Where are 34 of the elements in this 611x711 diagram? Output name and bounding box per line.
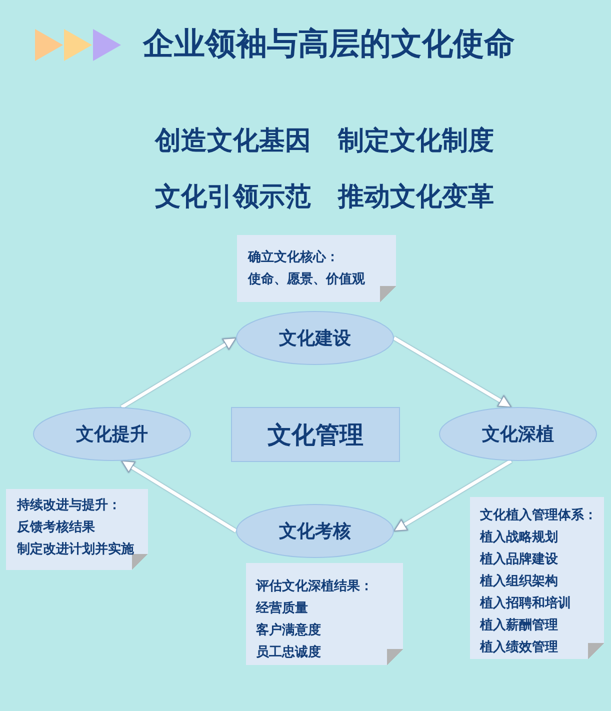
slogan-text: 制定文化制度 <box>338 125 494 158</box>
process-box: 文化管理 <box>231 407 400 462</box>
note-heading: 持续改进与提升： <box>17 497 121 515</box>
note-item: 员工忠诚度 <box>256 644 321 662</box>
note-item: 使命、愿景、价值观 <box>248 271 365 289</box>
note-heading: 评估文化深植结果： <box>256 578 373 596</box>
slogan-text: 推动文化变革 <box>338 181 494 214</box>
note-heading: 文化植入管理体系： <box>480 506 597 525</box>
note-card <box>246 563 403 665</box>
slogan-text: 创造文化基因 <box>155 125 311 158</box>
note-item: 经营质量 <box>256 600 308 618</box>
note-item: 植入组织架构 <box>480 572 558 591</box>
ellipse-node: 文化建设 <box>236 311 394 365</box>
arrow <box>120 337 237 409</box>
ellipse-node: 文化深植 <box>439 407 597 461</box>
note-item: 制定改进计划并实施 <box>17 540 134 559</box>
note-item: 客户满意度 <box>256 622 321 640</box>
ellipse-node: 文化提升 <box>33 407 191 461</box>
arrow <box>393 336 512 408</box>
note-item: 植入绩效管理 <box>480 638 558 657</box>
note-item: 植入战略规划 <box>480 528 558 547</box>
note-card <box>470 497 604 659</box>
note-item: 植入薪酬管理 <box>480 616 558 635</box>
note-item: 植入品牌建设 <box>480 550 558 569</box>
note-item: 反馈考核结果 <box>17 519 95 537</box>
arrow <box>121 460 237 532</box>
title: 企业领袖与高层的文化使命 <box>143 26 515 62</box>
note-heading: 确立文化核心： <box>248 248 339 267</box>
note-item: 植入招聘和培训 <box>480 594 571 613</box>
note-card <box>237 235 396 302</box>
slogan-text: 文化引领示范 <box>155 181 311 214</box>
ellipse-node: 文化考核 <box>236 504 394 558</box>
arrow <box>394 459 512 532</box>
note-card <box>6 489 148 570</box>
